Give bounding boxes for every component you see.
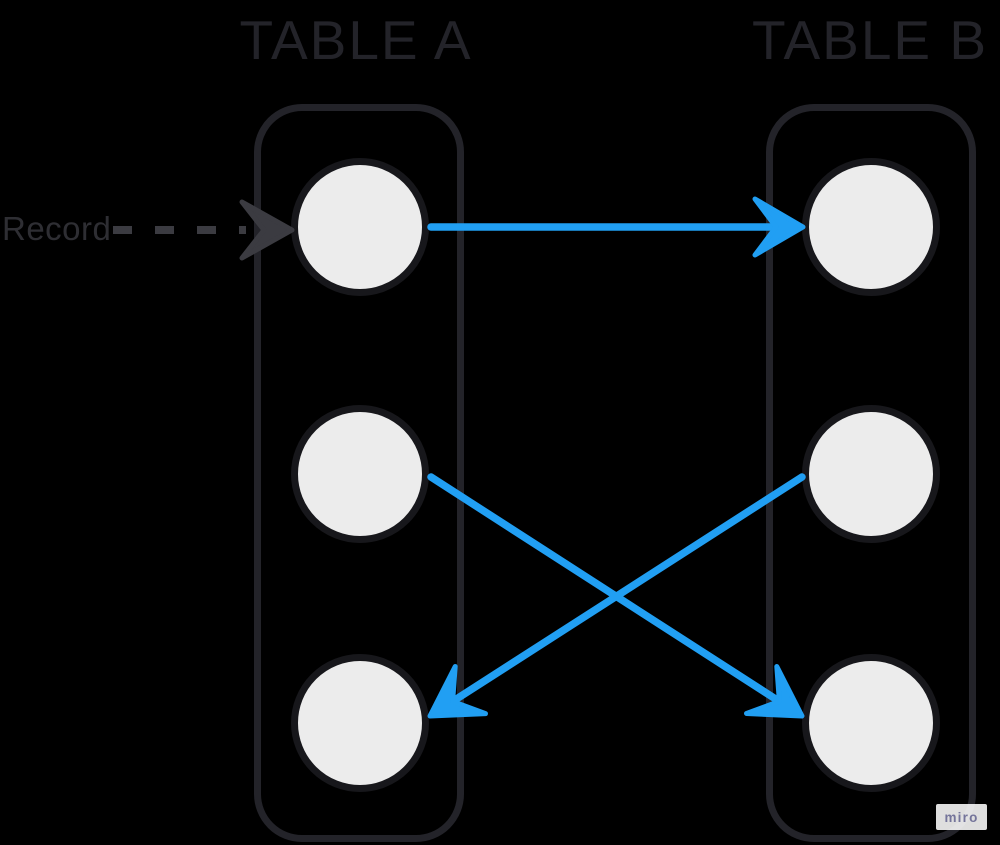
edge-line-b2-a3 [446,473,806,707]
record-node-b3 [802,654,940,792]
edge-arrowhead-b2-a3 [427,664,488,719]
record-annotation-label: Record [2,210,112,247]
miro-watermark-label: miro [944,809,979,825]
edge-line-a2-b3 [427,473,786,707]
table-a-title: TABLE A [239,9,473,71]
record-node-a3 [291,654,429,792]
table-a-container [254,104,464,842]
record-node-a2 [291,405,429,543]
table-b-title: TABLE B [751,9,989,71]
edge-arrowhead-a1-b1 [752,196,806,258]
record-node-b2 [802,405,940,543]
miro-watermark[interactable]: miro [936,804,987,830]
record-node-a1 [291,158,429,296]
edge-arrowhead-a2-b3 [744,664,805,719]
record-annotation-arrowhead [239,199,295,261]
table-b-container [766,104,976,842]
